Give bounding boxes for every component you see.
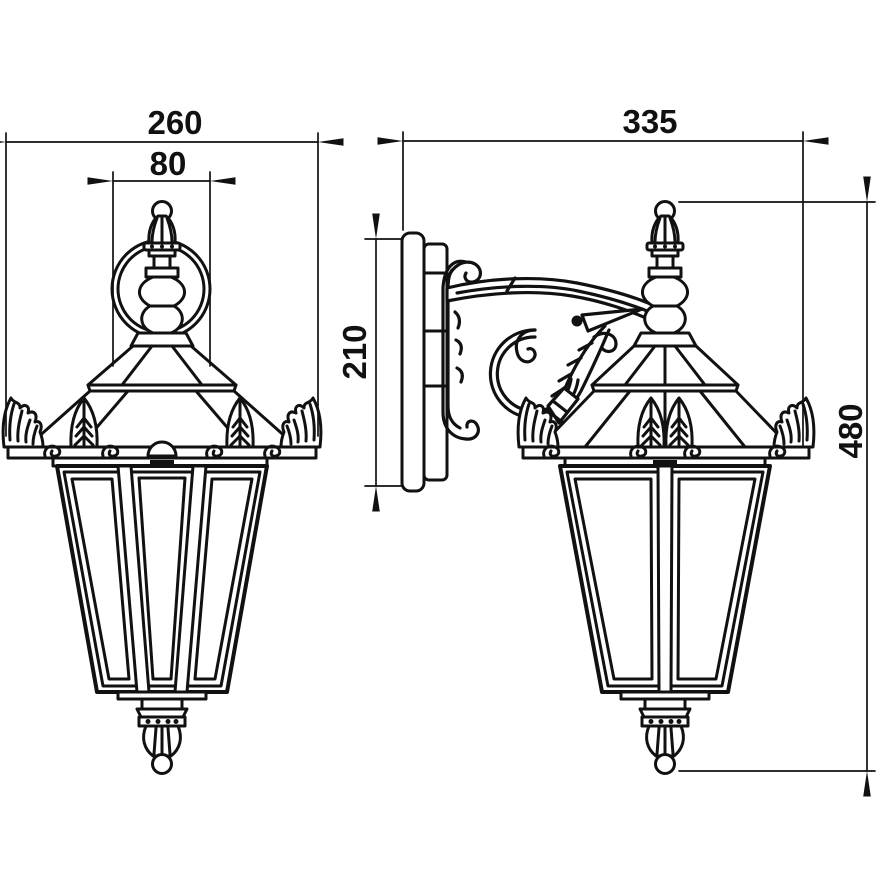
body-top-latch [150,460,174,467]
side-body [558,464,772,694]
scroll-curl [592,331,618,354]
dim-overall-width: 260 [0,104,344,437]
front-body [55,464,269,694]
dim-backplate-diameter: 80 [87,145,236,367]
front-view [1,200,323,775]
eave-corner-leaf [279,396,323,449]
wall-bracket [400,231,661,493]
dim-plate-height-label: 210 [336,324,373,379]
eave-corner-leaf [1,396,45,449]
dim-overall-depth-label: 335 [622,103,677,140]
dim-backplate-diameter-label: 80 [150,145,187,182]
dim-plate-height: 210 [336,213,403,512]
scroll-curl [514,328,537,364]
side-bottom-finial [619,690,711,775]
dimension-annotations: 260 80 335 210 480 [0,103,876,797]
dim-overall-height-label: 480 [832,403,869,458]
glass-panel [573,477,654,681]
eave-center-arch [146,440,178,458]
body-top-latch [653,460,677,467]
side-view [516,200,816,775]
glass-panel [193,477,254,681]
glass-panel [70,477,131,681]
dim-overall-height: 480 [678,176,876,797]
side-eave [516,396,816,468]
scroll-curl [445,260,482,286]
leaf-wedge [580,307,644,333]
dim-overall-width-label: 260 [147,104,202,141]
eave-corner-leaf [772,396,816,449]
front-bottom-finial [116,690,208,775]
front-roof [25,344,299,449]
side-top-finial [632,200,698,348]
mounting-plate [400,231,449,493]
glass-panel [137,476,187,681]
scroll-curl [464,419,480,441]
glass-panel [676,477,757,681]
dim-overall-depth: 335 [377,103,829,447]
scroll-arm [441,259,661,441]
glazing-bar [656,464,674,694]
